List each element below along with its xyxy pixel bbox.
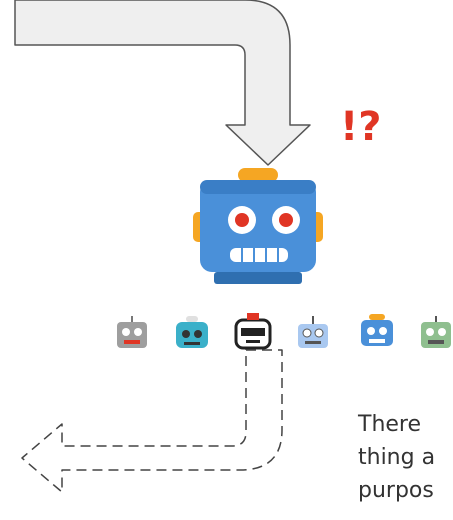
teal-robot-icon <box>176 316 208 348</box>
text-line: There <box>358 412 422 437</box>
green-robot-icon <box>421 316 451 348</box>
dark-robot-icon <box>234 313 272 350</box>
exclamation-text: !? <box>340 104 381 150</box>
text-line: purpos <box>358 478 434 503</box>
description-text: There thing a purpos <box>358 408 435 507</box>
text-line: thing a <box>358 445 436 470</box>
blue-robot-icon <box>361 314 393 346</box>
light-blue-robot-icon <box>298 316 328 348</box>
gray-robot-icon <box>117 316 147 348</box>
